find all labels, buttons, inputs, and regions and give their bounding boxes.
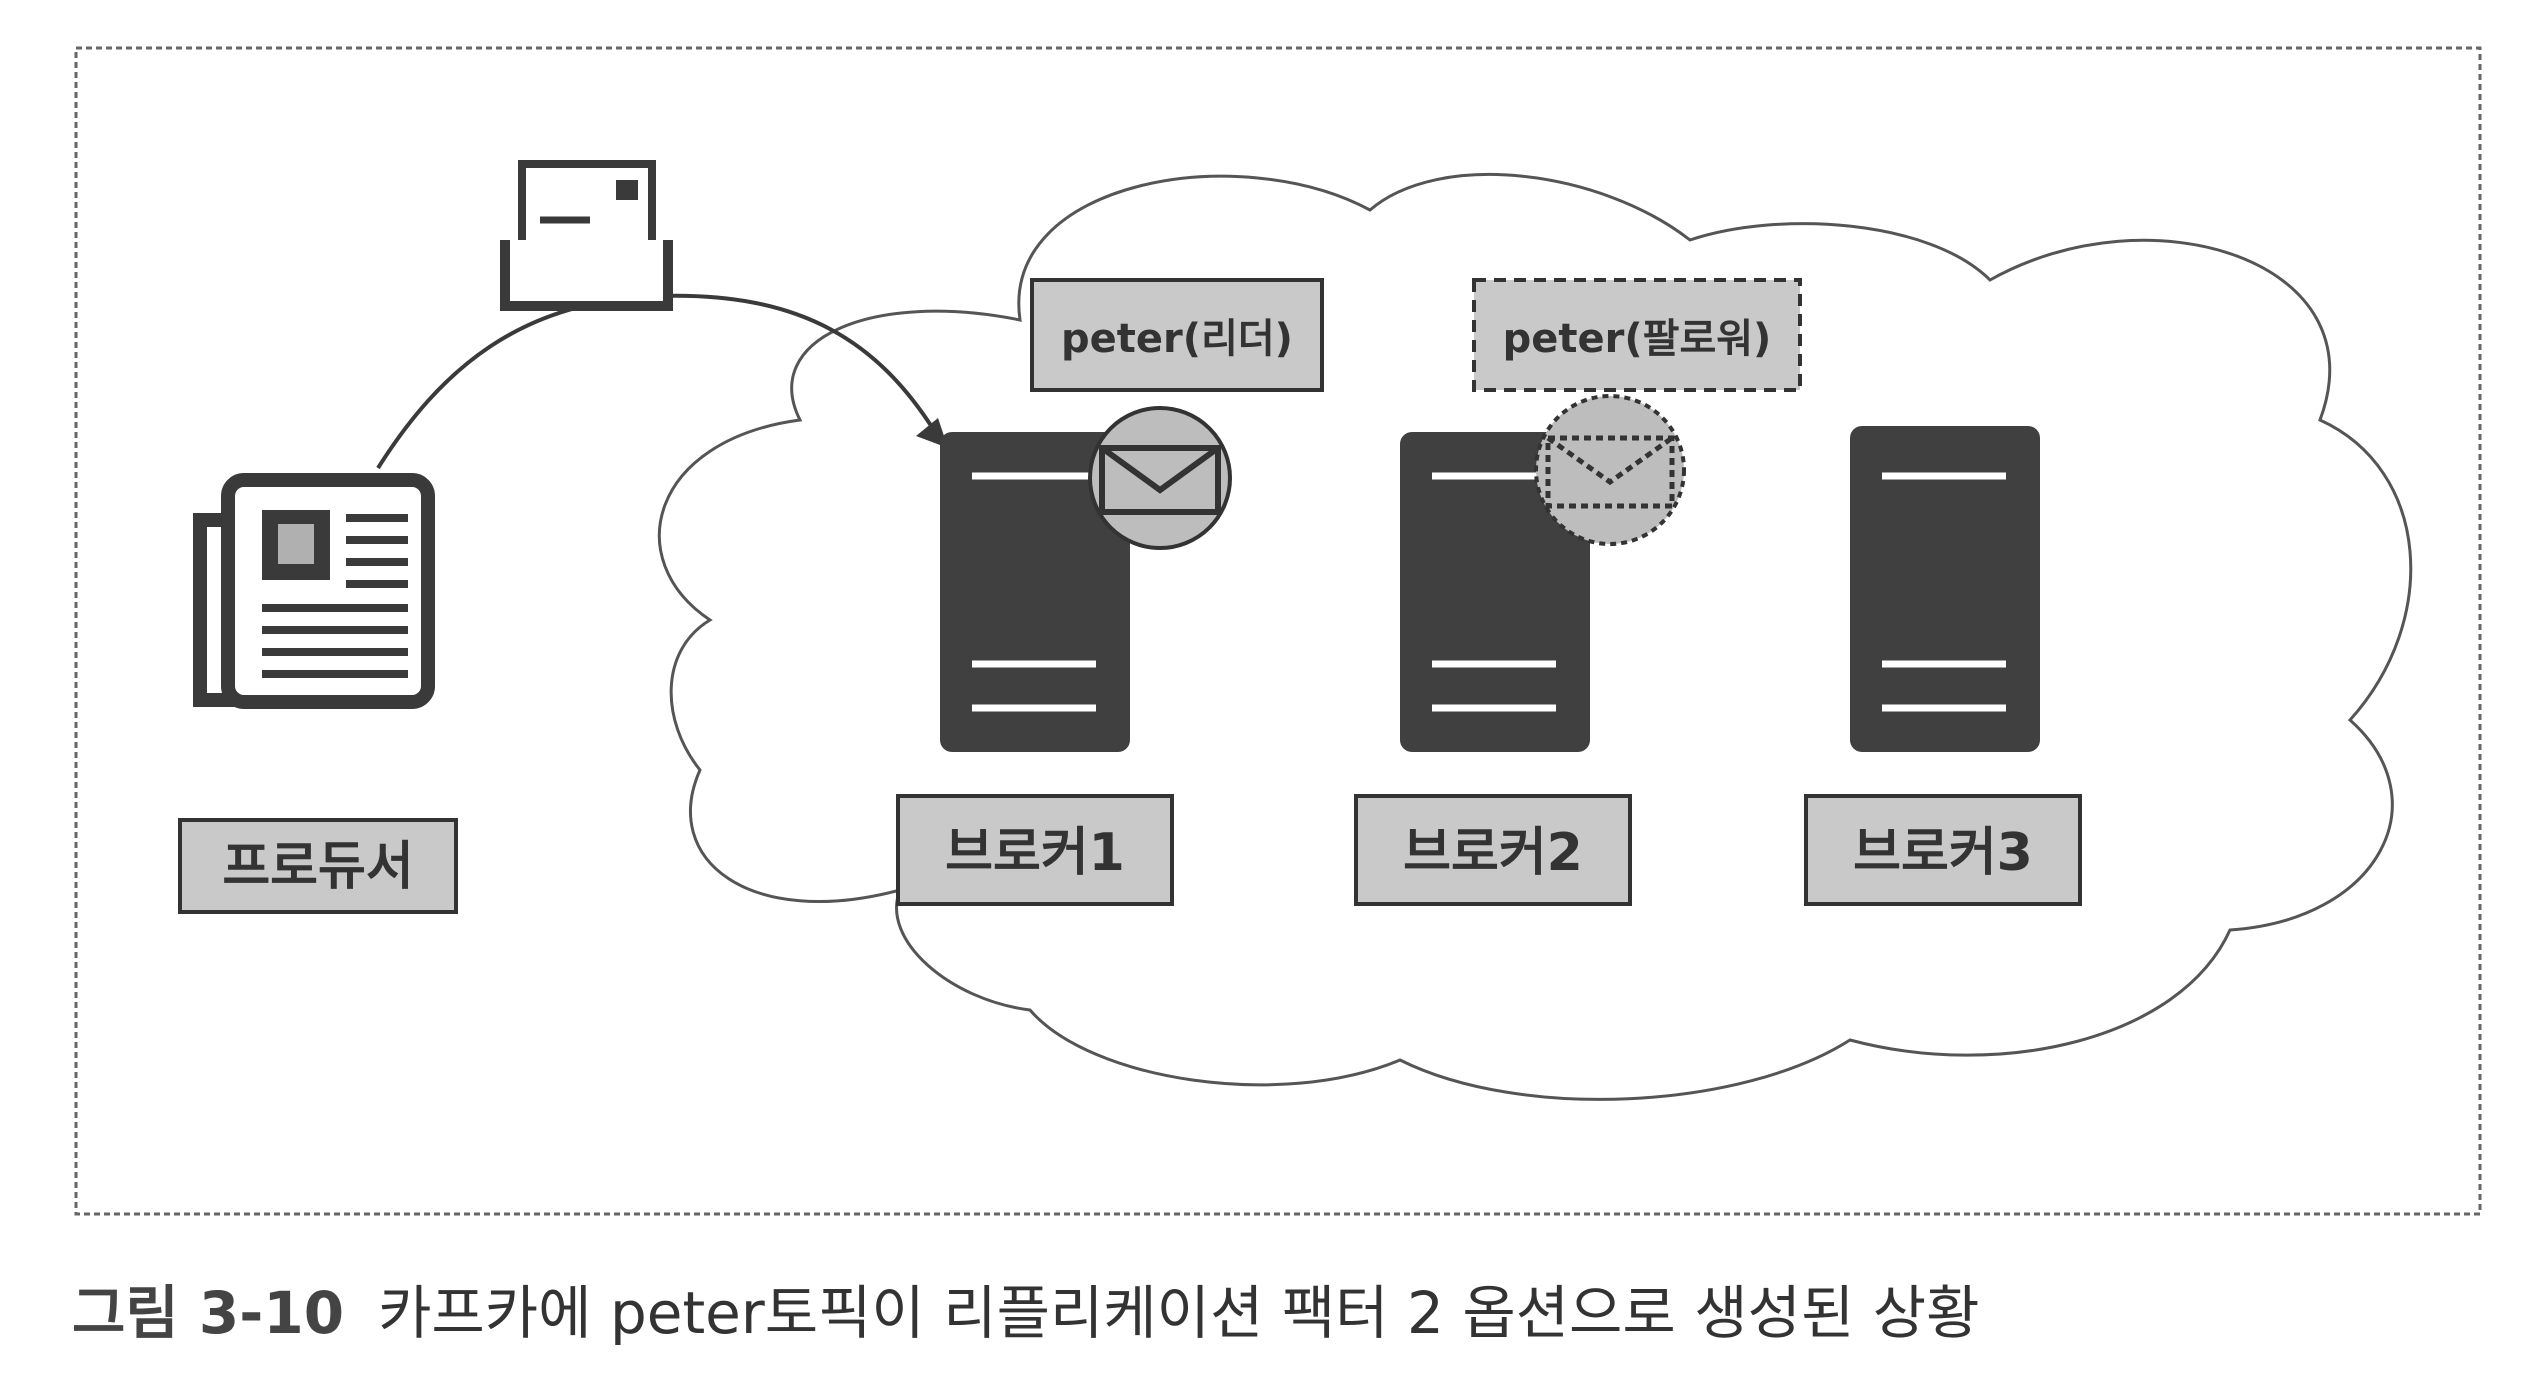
broker2-label-box: 브로커2	[1354, 794, 1632, 906]
broker3-label-box: 브로커3	[1804, 794, 2082, 906]
figure-frame	[74, 46, 2482, 1216]
broker3-label: 브로커3	[1853, 823, 2033, 883]
broker1-label-box: 브로커1	[896, 794, 1174, 906]
follower-tag-label: peter(팔로워)	[1503, 316, 1772, 362]
follower-message-badge	[1534, 394, 1686, 546]
broker1-label: 브로커1	[945, 823, 1125, 883]
kafka-cluster-cloud	[658, 172, 2413, 1101]
leader-tag-label: peter(리더)	[1061, 316, 1293, 362]
figure-caption: 그림 3-10 카프카에 peter토픽이 리플리케이션 팩터 2 옵션으로 생성…	[72, 1268, 1979, 1358]
broker2-server-icon	[1400, 432, 1590, 752]
broker2-label: 브로커2	[1403, 823, 1583, 883]
broker1-server-icon	[940, 432, 1130, 752]
producer-label-box: 프로듀서	[178, 818, 458, 914]
produce-arrowhead	[916, 418, 948, 448]
leader-partition-tag: peter(리더)	[1030, 278, 1324, 392]
producer-label: 프로듀서	[222, 837, 413, 897]
leader-message-badge	[1088, 406, 1232, 550]
producer-newspaper-icon	[193, 473, 435, 709]
figure-number: 그림 3-10	[72, 1279, 345, 1347]
message-tray-icon	[500, 160, 673, 311]
broker3-server-icon	[1850, 426, 2040, 752]
figure-caption-text: 카프카에 peter토픽이 리플리케이션 팩터 2 옵션으로 생성된 상황	[378, 1279, 1980, 1347]
follower-partition-tag: peter(팔로워)	[1472, 278, 1802, 392]
